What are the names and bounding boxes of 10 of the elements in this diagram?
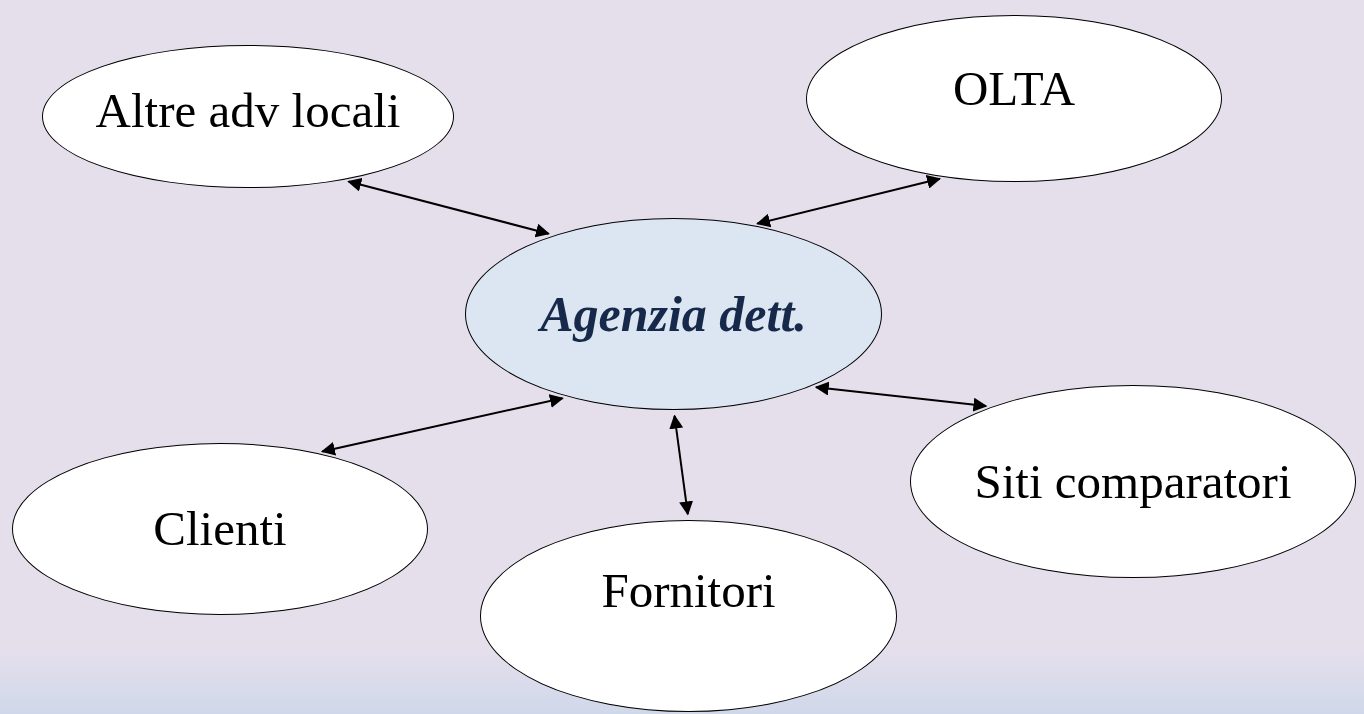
double-arrow: [320, 394, 564, 456]
node-label: Altre adv locali: [95, 83, 401, 138]
node-label: OLTA: [952, 61, 1076, 116]
node-label: Clienti: [153, 502, 287, 556]
double-arrow: [347, 177, 550, 238]
double-arrow: [669, 414, 694, 516]
node-label: Siti comparatori: [974, 454, 1292, 509]
double-arrow: [756, 175, 942, 228]
double-arrow: [814, 381, 988, 412]
node-label: Fornitori: [601, 564, 776, 618]
